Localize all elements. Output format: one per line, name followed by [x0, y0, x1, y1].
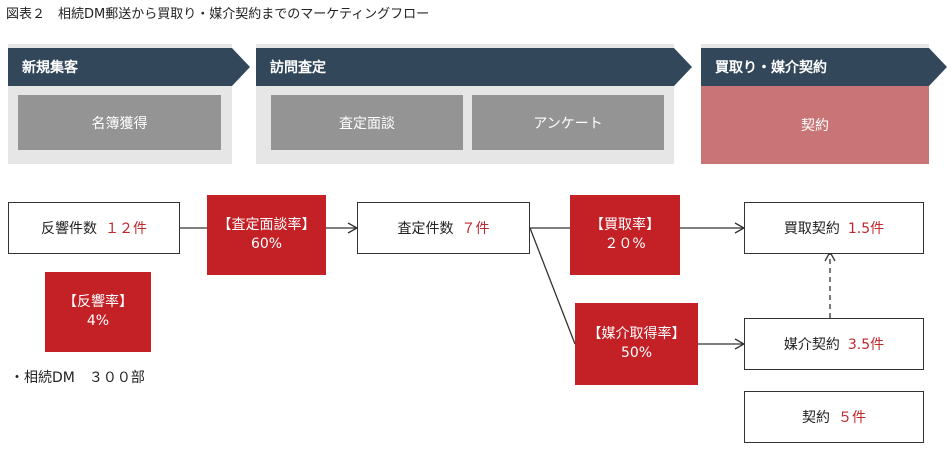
- phase-header-new-customers: 新規集客: [8, 48, 232, 86]
- phase-arrow-icon: [232, 48, 250, 86]
- purchase-rate-value: ２０%: [604, 236, 646, 252]
- response-rate-label: 【反響率】: [63, 294, 133, 310]
- total-contract-value: ５件: [838, 410, 866, 426]
- response-rate-box: 【反響率】 4%: [45, 272, 151, 352]
- response-rate-value: 4%: [86, 313, 110, 329]
- step-box-contract: 契約: [701, 86, 929, 164]
- purchase-rate-box: 【買取率】 ２０%: [570, 195, 680, 275]
- interview-rate-box: 【査定面談率】 60%: [207, 195, 326, 275]
- appraisal-count-box: 査定件数 ７件: [357, 202, 530, 254]
- step-box-list-acquisition: 名簿獲得: [18, 95, 221, 150]
- dm-volume-note: ・相続DM ３００部: [10, 370, 145, 386]
- appraisal-count-value: ７件: [461, 221, 490, 237]
- figure-title: 図表２ 相続DM郵送から買取り・媒介契約までのマーケティングフロー: [6, 7, 430, 22]
- mediation-contract-box: 媒介契約 3.5件: [744, 318, 924, 370]
- purchase-rate-label: 【買取率】: [590, 217, 660, 233]
- interview-rate-value: 60%: [250, 236, 283, 252]
- phase-header-visit-appraisal: 訪問査定: [256, 48, 674, 86]
- purchase-contract-value: 1.5件: [847, 221, 885, 237]
- step-box-survey: アンケート: [472, 95, 664, 150]
- mediation-contract-value: 3.5件: [847, 337, 885, 353]
- purchase-contract-box: 買取契約 1.5件: [744, 202, 924, 254]
- mediation-contract-label: 媒介契約: [783, 337, 840, 353]
- appraisal-count-label: 査定件数: [397, 221, 454, 237]
- mediation-rate-label: 【媒介取得率】: [587, 326, 686, 342]
- total-contract-box: 契約 ５件: [744, 391, 924, 443]
- interview-rate-label: 【査定面談率】: [217, 217, 316, 233]
- phase-header-contract: 買取り・媒介契約: [701, 48, 929, 86]
- response-count-box: 反響件数 １２件: [8, 202, 180, 254]
- mediation-rate-box: 【媒介取得率】 50%: [575, 303, 698, 385]
- response-count-label: 反響件数: [41, 221, 97, 237]
- phase-header-label: 新規集客: [22, 60, 78, 76]
- mediation-rate-value: 50%: [620, 345, 653, 361]
- step-box-appraisal-interview: 査定面談: [271, 95, 463, 150]
- phase-header-label: 訪問査定: [270, 60, 326, 76]
- response-count-value: １２件: [105, 221, 147, 237]
- phase-arrow-icon: [929, 48, 947, 86]
- total-contract-label: 契約: [802, 410, 830, 426]
- phase-arrow-icon: [674, 48, 692, 86]
- phase-header-label: 買取り・媒介契約: [715, 60, 827, 76]
- purchase-contract-label: 買取契約: [783, 221, 840, 237]
- connector-appraisal-to-mediation: [529, 227, 576, 345]
